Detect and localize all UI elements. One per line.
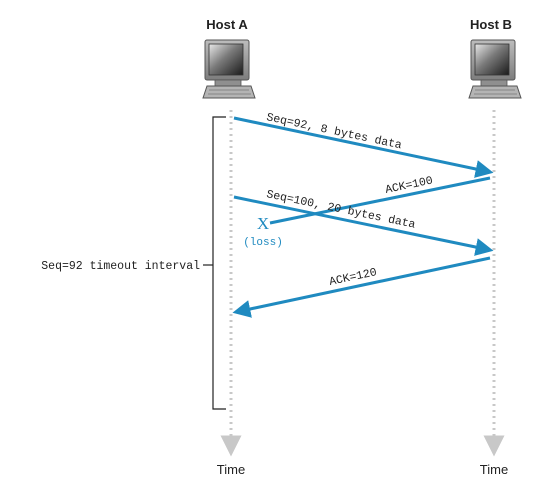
host-a-label: Host A xyxy=(206,17,248,32)
computer-icon xyxy=(468,39,522,99)
ack100-arrow xyxy=(269,176,491,225)
time-label-a: Time xyxy=(217,462,245,477)
ack120-arrow xyxy=(232,256,491,318)
timeout-bracket xyxy=(212,116,226,410)
loss-mark: X xyxy=(257,214,269,233)
timeout-label: Seq=92 timeout interval xyxy=(41,260,200,273)
seq100-arrow xyxy=(233,195,494,256)
seq92-arrow xyxy=(233,116,494,178)
seq92-label: Seq=92, 8 bytes data xyxy=(265,111,403,152)
computer-icon xyxy=(202,39,256,99)
ack120-label: ACK=120 xyxy=(328,266,378,289)
host-b-label: Host B xyxy=(470,17,512,32)
time-label-b: Time xyxy=(480,462,508,477)
loss-label: (loss) xyxy=(243,237,283,249)
